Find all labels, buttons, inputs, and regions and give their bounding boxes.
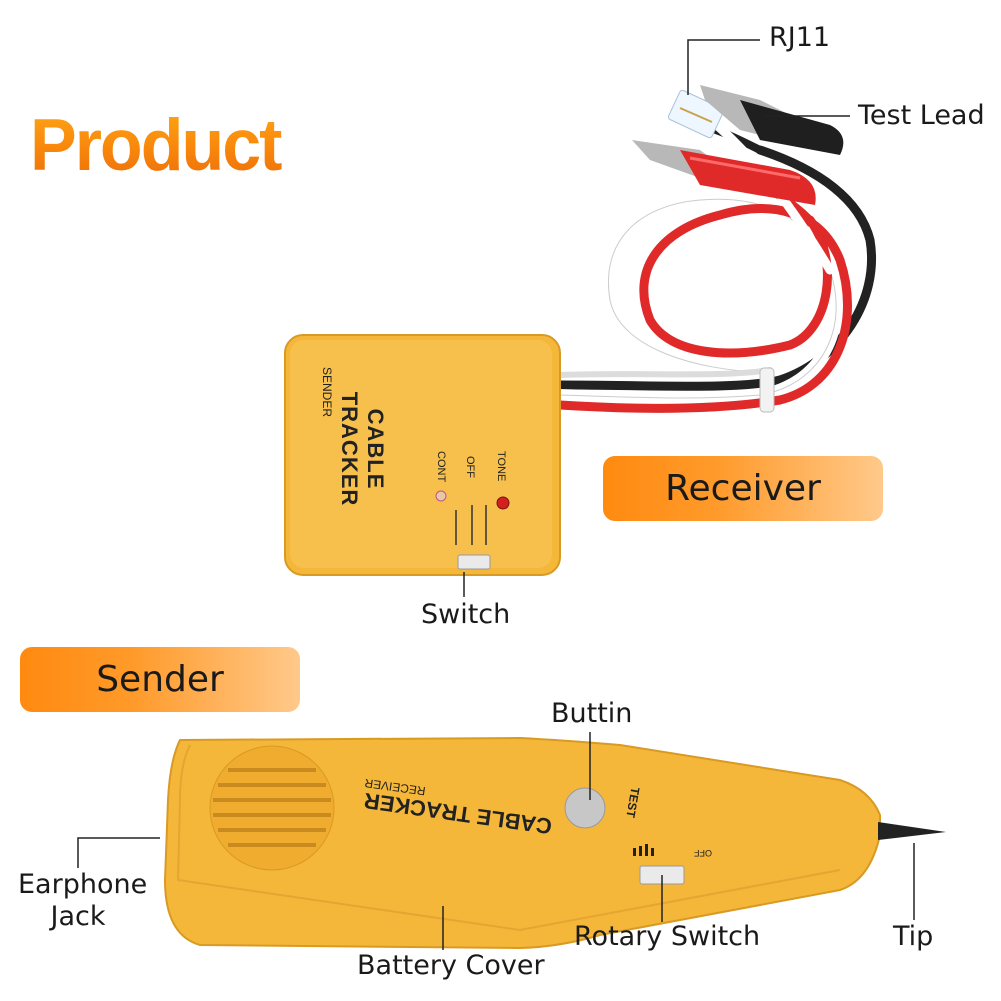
test-button (564, 787, 606, 829)
led-label-off: OFF (464, 456, 476, 478)
earphone-jack-label: Earphone Jack (18, 869, 148, 933)
probe-off-label: OFF (694, 848, 712, 858)
sender-box (284, 334, 561, 576)
tip-label: Tip (893, 921, 934, 952)
rj11-label: RJ11 (769, 22, 831, 53)
earphone-jack-label-line1: Earphone (18, 869, 148, 900)
buttin-label: Buttin (551, 698, 633, 729)
receiver-probe (163, 736, 946, 950)
callout-lines (77, 39, 915, 950)
tone-led-icon (496, 496, 510, 510)
sender-box-model: SENDER (320, 366, 334, 417)
speaker-grille-icon (209, 745, 335, 871)
rotary-switch-label: Rotary Switch (574, 921, 761, 952)
test-lead-label: Test Lead (858, 100, 985, 131)
sender-pill: Sender (20, 647, 300, 712)
probe-tip-icon (878, 822, 946, 840)
page-title: Product Structure (30, 93, 590, 291)
receiver-pill: Receiver (603, 456, 883, 521)
sender-box-brand: CABLE TRACKER (337, 391, 388, 507)
led-label-tone: TONE (495, 451, 507, 482)
battery-cover-label: Battery Cover (357, 950, 545, 981)
sender-switch (457, 554, 491, 570)
black-alligator-clip-icon (700, 85, 844, 155)
earphone-jack-label-line2: Jack (50, 901, 106, 932)
led-label-cont: CONT (435, 451, 447, 483)
red-alligator-clip-icon (632, 140, 816, 205)
cont-led-icon (435, 490, 447, 502)
rj11-plug-icon (667, 89, 725, 139)
cable-tie (759, 367, 775, 413)
switch-label: Switch (421, 599, 511, 630)
